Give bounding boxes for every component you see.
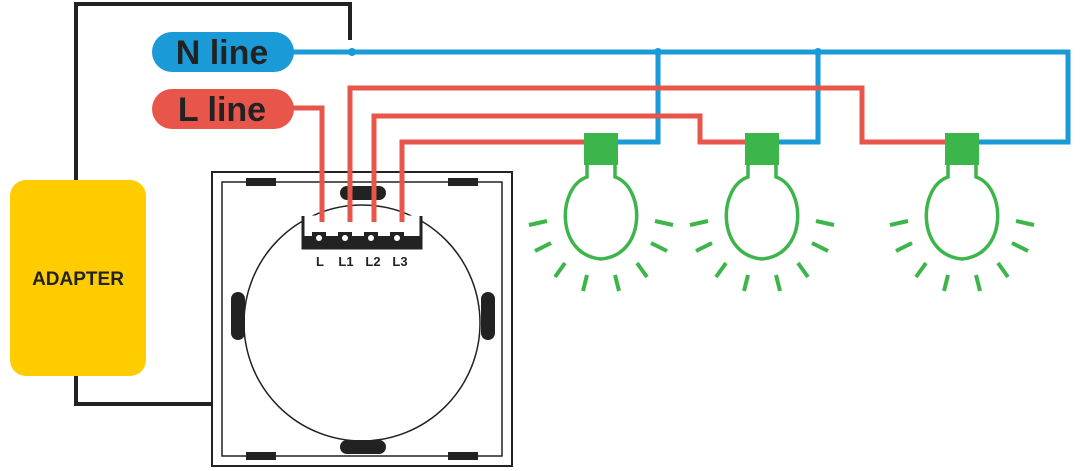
light-ray [528, 219, 548, 227]
terminal-label-l: L [316, 254, 324, 269]
terminal-label-l1: L1 [338, 254, 353, 269]
terminal-label-l2: L2 [365, 254, 380, 269]
light-bulb-l2 [689, 133, 835, 292]
light-ray [742, 274, 750, 292]
adapter-label: ADAPTER [32, 269, 124, 290]
light-ray [889, 219, 909, 227]
bulb-glass-icon [924, 165, 1000, 261]
light-bulb-l1 [528, 133, 674, 292]
bulb-cap-icon [945, 133, 979, 165]
light-bulb-l3 [889, 133, 1035, 292]
terminal-label-l3: L3 [392, 254, 407, 269]
light-ray [689, 219, 709, 227]
light-ray [534, 241, 552, 253]
bulb-glass-icon [563, 165, 639, 261]
light-ray [996, 261, 1010, 279]
bulb-glass-icon [724, 165, 800, 261]
light-ray [613, 274, 621, 292]
light-ray [553, 261, 567, 279]
live-wires [290, 85, 945, 222]
svg-text:L line: L line [178, 91, 266, 129]
light-ray [581, 274, 589, 292]
neutral-junction [654, 48, 662, 56]
light-ray [815, 219, 835, 227]
adapter-box [10, 180, 146, 376]
bulb-cap-icon [745, 133, 779, 165]
svg-text:N line: N line [176, 34, 269, 72]
neutral-wire [290, 49, 1071, 145]
light-ray [1015, 219, 1035, 227]
bulbs-layer [528, 133, 1035, 292]
light-ray [796, 261, 810, 279]
light-ray [1011, 241, 1029, 253]
light-ray [714, 261, 728, 279]
light-ray [654, 219, 674, 227]
l-line-tag: L line [152, 89, 294, 129]
light-ray [695, 241, 713, 253]
light-ray [895, 241, 913, 253]
light-ray [650, 241, 668, 253]
bulb-cap-icon [584, 133, 618, 165]
light-ray [811, 241, 829, 253]
light-ray [974, 274, 982, 292]
light-ray [942, 274, 950, 292]
neutral-junction [348, 48, 356, 56]
light-ray [914, 261, 928, 279]
switch-plate [211, 171, 513, 467]
neutral-junction [814, 48, 822, 56]
n-line-tag: N line [152, 32, 294, 72]
light-ray [635, 261, 649, 279]
light-ray [774, 274, 782, 292]
